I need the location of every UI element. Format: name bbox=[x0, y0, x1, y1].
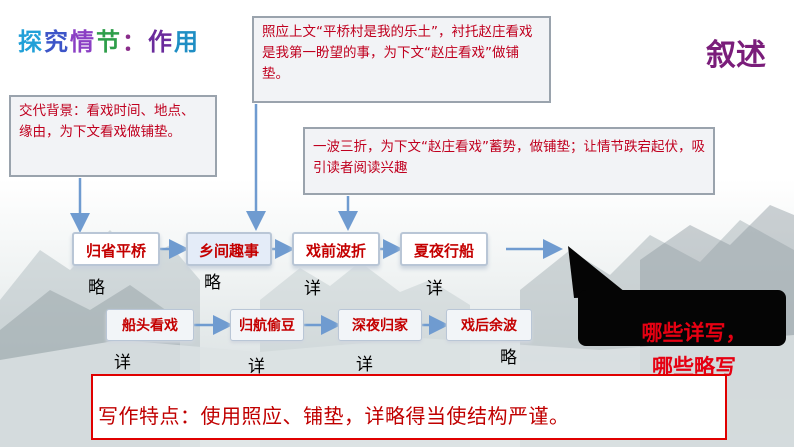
heading-char: ： bbox=[122, 28, 148, 56]
plot-node-label: 归省平桥 bbox=[85, 242, 146, 260]
detail-tag: 详 bbox=[304, 279, 321, 299]
plot-node-xi-hou-yu-bo: 戏后余波 bbox=[446, 309, 532, 341]
plot-node-xi-qian-bo-zhe: 戏前波折 bbox=[292, 232, 380, 266]
heading-char: 究 bbox=[44, 28, 70, 56]
detail-tag: 略 bbox=[204, 273, 221, 293]
note-twists: 一波三折，为下文“赵庄看戏”蓄势，做铺垫；让情节跌宕起伏，吸引读者阅读兴趣 bbox=[303, 127, 715, 195]
note-echo: 照应上文“平桥村是我的乐土”，衬托赵庄看戏是我第一盼望的事，为下文“赵庄看戏”做… bbox=[252, 16, 551, 103]
plot-node-gui-hang-tou-dou: 归航偷豆 bbox=[230, 309, 304, 341]
detail-tag: 详 bbox=[114, 353, 131, 373]
page-heading: 探究情节：作用 bbox=[18, 22, 200, 57]
note-echo-text: 照应上文“平桥村是我的乐土”，衬托赵庄看戏是我第一盼望的事，为下文“赵庄看戏”做… bbox=[262, 24, 533, 82]
narrative-label: 叙述 bbox=[706, 38, 766, 73]
plot-node-label: 夏夜行船 bbox=[413, 242, 474, 260]
summary-text: 写作特点：使用照应、铺垫，详略得当使结构严谨。 bbox=[98, 404, 570, 428]
detail-tag: 详 bbox=[248, 357, 265, 377]
note-background-text: 交代背景：看戏时间、地点、缘由，为下文看戏做铺垫。 bbox=[19, 103, 195, 140]
note-background: 交代背景：看戏时间、地点、缘由，为下文看戏做铺垫。 bbox=[9, 95, 217, 177]
plot-node-xiang-jian-qu-shi: 乡间趣事 bbox=[186, 232, 272, 266]
detail-tag: 略 bbox=[88, 278, 105, 298]
heading-char: 情 bbox=[70, 28, 96, 56]
detail-tag: 详 bbox=[356, 355, 373, 375]
plot-node-label: 乡间趣事 bbox=[198, 242, 259, 260]
plot-node-label: 深夜归家 bbox=[352, 318, 408, 334]
heading-char: 作 bbox=[148, 28, 174, 56]
note-twists-text: 一波三折，为下文“赵庄看戏”蓄势，做铺垫；让情节跌宕起伏，吸引读者阅读兴趣 bbox=[313, 139, 705, 176]
plot-node-shen-ye-gui-jia: 深夜归家 bbox=[338, 309, 422, 341]
heading-char: 用 bbox=[174, 28, 200, 56]
plot-node-label: 戏前波折 bbox=[305, 242, 366, 260]
plot-node-xia-ye-xing-chuan: 夏夜行船 bbox=[400, 232, 488, 266]
detail-tag: 详 bbox=[426, 279, 443, 299]
plot-node-label: 归航偷豆 bbox=[239, 318, 295, 334]
plot-node-label: 戏后余波 bbox=[461, 318, 517, 334]
question-speech-bubble bbox=[568, 246, 786, 346]
plot-node-label: 船头看戏 bbox=[122, 318, 178, 334]
summary-box bbox=[91, 374, 727, 440]
detail-tag: 略 bbox=[500, 348, 517, 368]
plot-node-gui-sheng-ping-qiao: 归省平桥 bbox=[72, 232, 160, 266]
heading-char: 节 bbox=[96, 28, 122, 56]
heading-char: 探 bbox=[18, 28, 44, 56]
question-line-1: 哪些详写， bbox=[641, 321, 747, 345]
plot-node-chuan-tou-kan-xi: 船头看戏 bbox=[106, 309, 194, 341]
